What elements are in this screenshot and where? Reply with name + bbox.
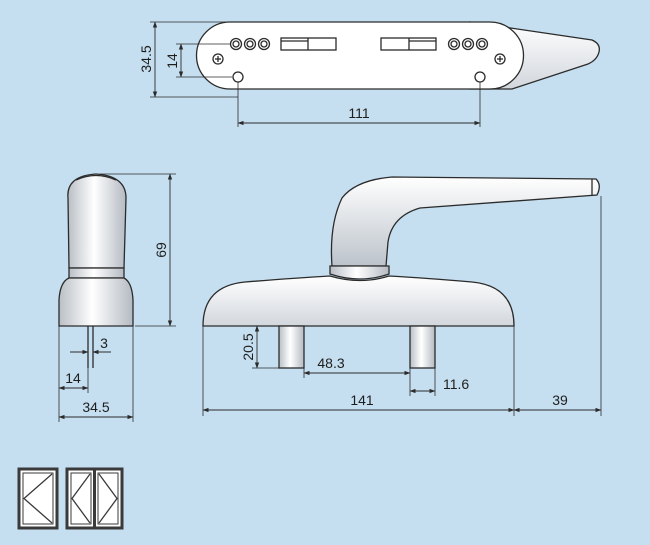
right-slot (380, 37, 437, 51)
front-base-outline (202, 275, 515, 327)
right-screw-icon (494, 53, 506, 65)
left-screw-icon (212, 53, 224, 65)
right-bolt-holes (447, 37, 489, 51)
side-offset-dim-label: 14 (65, 370, 81, 386)
double-sash-window-icon (65, 467, 124, 530)
front-spindle-length-dim-label: 20.5 (240, 333, 256, 360)
top-view: 34.5 14 111 (138, 21, 600, 127)
left-bolt-holes (229, 37, 271, 51)
top-backplate-outline (195, 21, 525, 90)
side-width-dim-label: 34.5 (82, 399, 109, 415)
front-view: 20.5 48.3 11.6 141 39 (202, 176, 602, 416)
front-lever-outline (330, 176, 600, 267)
side-view: 69 3 14 34.5 (58, 173, 176, 422)
side-grip-outline (67, 173, 127, 269)
front-left-spindle (278, 325, 305, 369)
top-hole-spacing-dim-label: 111 (348, 105, 369, 121)
side-grip-top (75, 174, 117, 181)
top-height-dim-label: 34.5 (138, 45, 154, 72)
top-hole-offset-dim-label: 14 (164, 53, 180, 69)
side-rose-ring (68, 267, 125, 279)
side-spindle-dim-label: 3 (100, 335, 108, 351)
front-right-pin (409, 325, 436, 369)
left-slot (280, 37, 337, 51)
side-rose-outline (58, 277, 134, 327)
front-collar (329, 265, 390, 280)
front-spindle-spacing-dim-label: 48.3 (317, 355, 344, 371)
front-overhang-dim-label: 39 (552, 392, 568, 408)
single-sash-window-icon (17, 467, 59, 530)
side-height-dim-label: 69 (153, 242, 169, 258)
front-base-length-dim-label: 141 (350, 392, 374, 408)
front-pin-width-dim-label: 11.6 (443, 376, 469, 392)
